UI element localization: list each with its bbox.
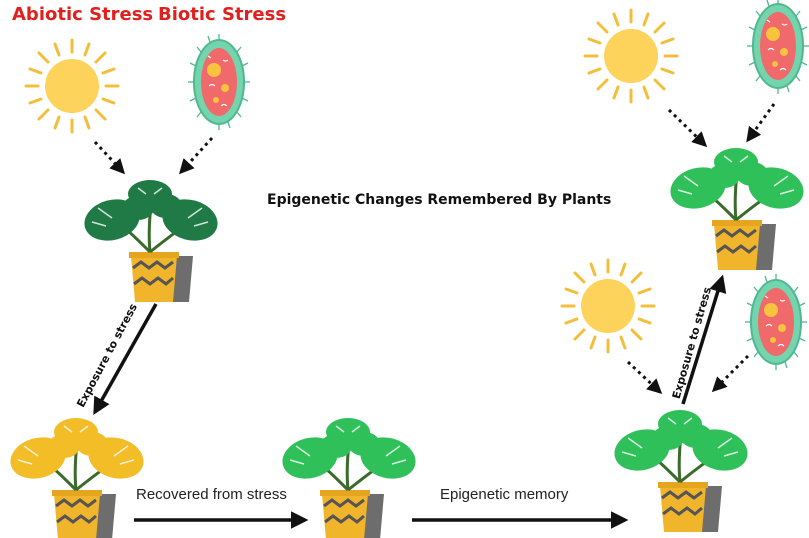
potted-plant-icon [664, 146, 809, 272]
diagram-title: Epigenetic Changes Remembered By Plants [267, 192, 612, 208]
biotic-stress-label: Biotic Stress [158, 4, 287, 25]
solid-arrows [93, 274, 727, 529]
recovered-label: Recovered from stress [136, 486, 287, 503]
dotted-arrows [93, 103, 776, 395]
sun-icon [583, 8, 679, 104]
potted-plant-icon [78, 178, 224, 304]
sun-icon [24, 38, 120, 134]
potted-plant-icon [4, 416, 150, 538]
pathogen-cell-icon [187, 33, 251, 131]
pathogen-cell-icon [746, 0, 809, 95]
abiotic-stress-label: Abiotic Stress [12, 4, 154, 25]
memory-label: Epigenetic memory [440, 486, 569, 503]
pathogen-cell-icon [744, 273, 808, 371]
sun-icon [560, 258, 656, 354]
potted-plant-icon [608, 408, 754, 534]
